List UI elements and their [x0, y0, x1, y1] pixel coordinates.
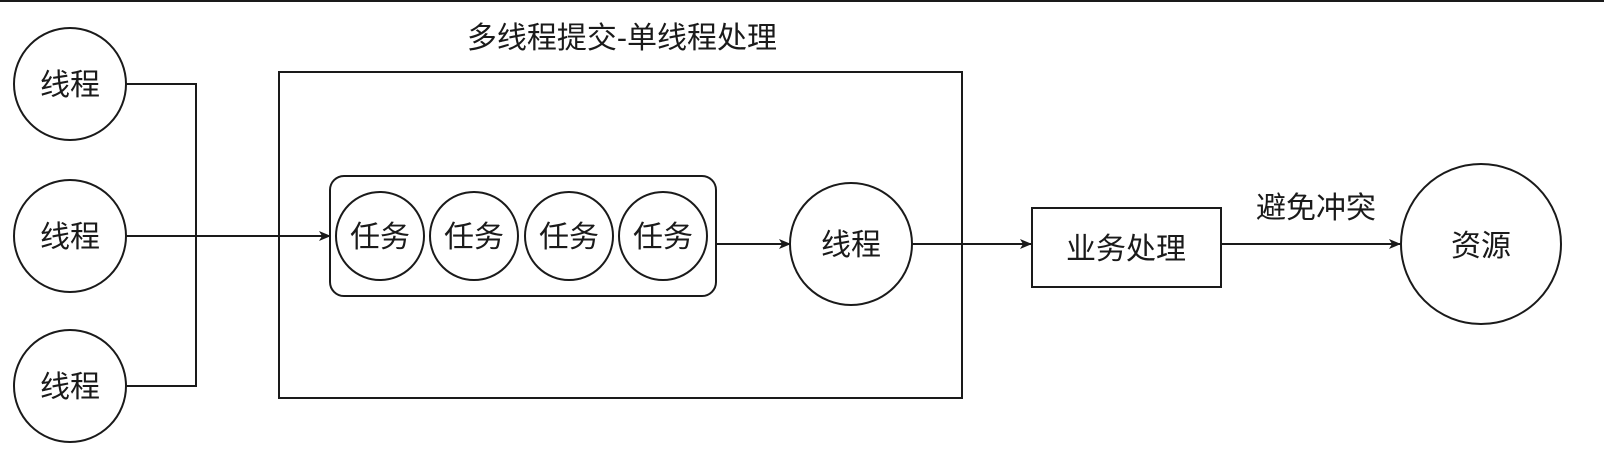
producer-thread-label: 线程: [40, 370, 100, 405]
resource-node: 资源: [1400, 163, 1562, 325]
resource-label: 资源: [1451, 229, 1511, 264]
producer-thread-2: 线程: [13, 179, 127, 293]
queue-task-4: 任务: [618, 191, 708, 281]
queue-task-3: 任务: [524, 191, 614, 281]
consumer-thread: 线程: [789, 182, 913, 306]
business-process-label: 业务处理: [1066, 232, 1186, 267]
producer-thread-3: 线程: [13, 329, 127, 443]
producer-thread-label: 线程: [40, 68, 100, 103]
edge-label-avoid-conflict: 避免冲突: [1256, 191, 1376, 226]
queue-task-label: 任务: [350, 220, 410, 255]
queue-task-2: 任务: [429, 191, 519, 281]
producer-thread-label: 线程: [40, 220, 100, 255]
diagram-title: 多线程提交-单线程处理: [467, 21, 777, 56]
queue-task-label: 任务: [444, 220, 504, 255]
queue-task-1: 任务: [335, 191, 425, 281]
business-process-box: 业务处理: [1031, 207, 1222, 288]
queue-task-label: 任务: [539, 220, 599, 255]
queue-task-label: 任务: [633, 220, 693, 255]
producer-thread-1: 线程: [13, 27, 127, 141]
consumer-thread-label: 线程: [821, 228, 881, 263]
task-queue: [329, 175, 717, 297]
